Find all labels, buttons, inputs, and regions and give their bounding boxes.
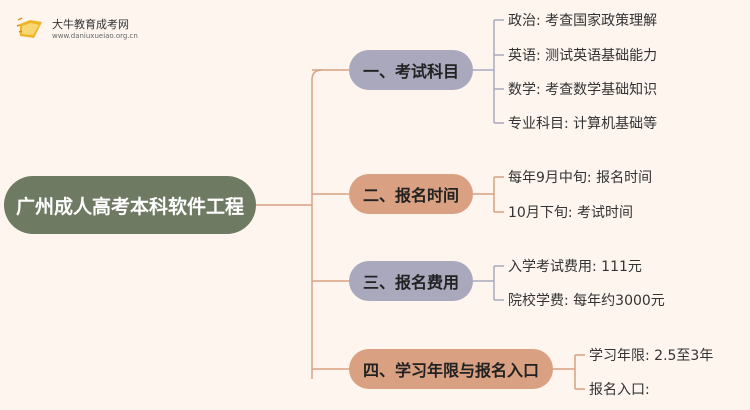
connector-b3-leaves xyxy=(473,265,504,301)
leaf-major-subject: 专业科目: 计算机基础等 xyxy=(508,116,658,132)
root-node: 广州成人高考本科软件工程 xyxy=(4,176,256,234)
branch-exam-subjects: 一、考试科目 xyxy=(349,50,473,90)
leaf-exam-period: 10月下旬: 考试时间 xyxy=(508,205,633,221)
leaf-politics: 政治: 考查国家政策理解 xyxy=(508,13,658,29)
connector-trunk-top xyxy=(311,69,323,81)
site-logo: 大牛教育成考网 www.daniuxueiao.org.cn xyxy=(16,16,138,42)
leaf-tuition: 院校学费: 每年约3000元 xyxy=(508,293,665,309)
connector-b4-leaves xyxy=(553,354,585,390)
logo-url: www.daniuxueiao.org.cn xyxy=(52,31,138,40)
branch-registration-time: 二、报名时间 xyxy=(349,174,473,214)
branch-registration-fees: 三、报名费用 xyxy=(349,261,473,301)
logo-name: 大牛教育成考网 xyxy=(52,17,129,31)
leaf-exam-fee: 入学考试费用: 111元 xyxy=(508,259,642,275)
connector-b1-leaves xyxy=(473,19,504,124)
leaf-english: 英语: 测试英语基础能力 xyxy=(508,48,658,64)
connector-b2-leaves xyxy=(473,176,504,213)
leaf-math: 数学: 考查数学基础知识 xyxy=(508,82,658,98)
leaf-study-years: 学习年限: 2.5至3年 xyxy=(589,348,714,364)
leaf-registration-entry: 报名入口: xyxy=(589,382,650,398)
book-logo-icon xyxy=(16,17,42,38)
leaf-registration-period: 每年9月中旬: 报名时间 xyxy=(508,170,653,186)
branch-study-years-entry: 四、学习年限与报名入口 xyxy=(349,349,553,389)
